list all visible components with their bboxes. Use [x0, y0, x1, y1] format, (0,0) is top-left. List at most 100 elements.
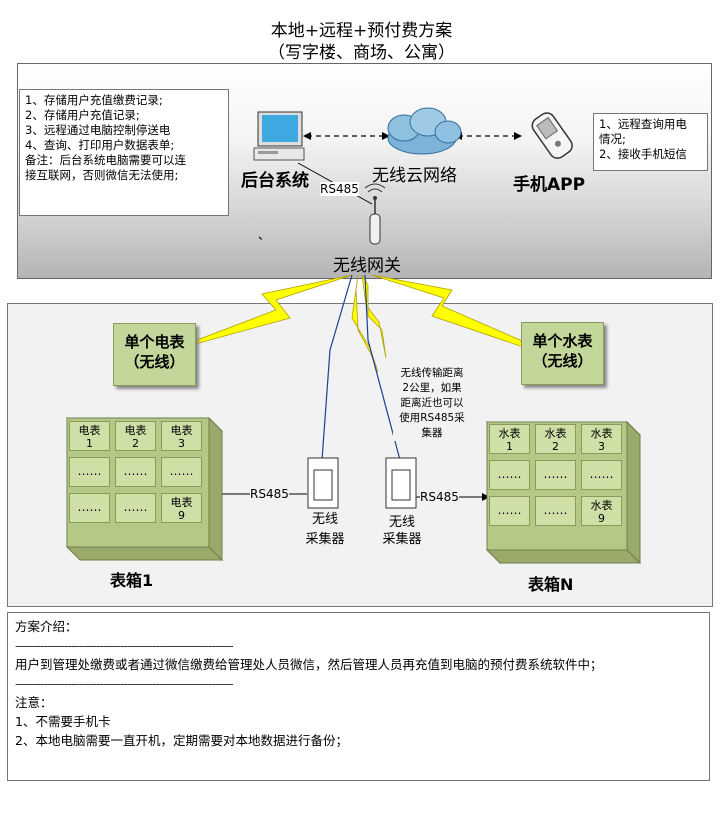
notice-item: 2、本地电脑需要一直开机，定期需要对本地数据进行备份；	[15, 733, 348, 748]
collector-device-right	[385, 457, 417, 509]
backend-functions-note: 1、存储用户充值缴费记录; 2、存储用户充值记录; 3、远程通过电脑控制停送电 …	[19, 89, 229, 216]
collector-left-label: 无线	[308, 511, 342, 528]
meter-cell-number: 9	[178, 509, 185, 522]
wireless-bolt-water	[371, 274, 528, 349]
meter-subtitle: （无线）	[124, 353, 185, 371]
meter-cell-label: 电表	[170, 496, 193, 509]
meter-cell-number: 9	[598, 512, 605, 525]
intro-divider: ----------------------------------------…	[15, 676, 234, 691]
collector-right-sublabel: 采集器	[382, 532, 422, 547]
meter-cell-label: ……	[169, 464, 194, 478]
meter-cell-label: ……	[543, 503, 568, 517]
stray-mark: 、	[258, 228, 271, 242]
diagram-title: 本地+远程+预付费方案	[270, 21, 453, 41]
gateway-label: 无线网关	[333, 256, 401, 276]
meter-cell-label: ……	[123, 500, 148, 514]
meter-cell-label: 水表	[544, 427, 567, 440]
intro-divider: ----------------------------------------…	[15, 638, 234, 653]
meter-box-n-label: 表箱N	[528, 575, 574, 594]
diagram-subtitle: （写字楼、商场、公寓）	[268, 43, 455, 63]
meter-cell-label: 电表	[78, 424, 101, 437]
note-line: 2、接收手机短信	[599, 147, 687, 161]
meter-cell-label: 电表	[124, 424, 147, 437]
meter-cell-label: 电表	[170, 424, 193, 437]
meter-cell-label: ……	[77, 464, 102, 478]
arrow-head	[514, 132, 522, 140]
meter-cell: ……	[115, 493, 156, 523]
intro-paragraph: 用户到管理处缴费或者通过微信缴费给管理处人员微信，然后管理人员再充值到电脑的预付…	[15, 657, 603, 672]
note-line: 情况;	[599, 132, 626, 146]
backend-system-label: 后台系统	[241, 171, 309, 191]
meter-cell-label: 水表	[590, 427, 613, 440]
meter-cell-label: ……	[123, 464, 148, 478]
note-line: 2、存储用户充值记录;	[25, 108, 140, 122]
single-electric-meter: 单个电表 （无线）	[113, 323, 196, 386]
wireless-bolt-collector	[361, 274, 387, 359]
meter-cell-label: 水表	[590, 499, 613, 512]
meter-cell-label: ……	[543, 467, 568, 481]
note-line: 3、远程通过电脑控制停送电	[25, 123, 171, 137]
meter-cell-label: 水表	[498, 427, 521, 440]
meter-title: 单个水表	[532, 332, 593, 350]
arrow-head	[382, 132, 390, 140]
arrow-head	[303, 132, 311, 140]
wireless-line-right-collector	[364, 274, 401, 461]
meter-cell-label: ……	[589, 467, 614, 481]
meter-box-1-label: 表箱1	[110, 571, 154, 590]
meter-cell-number: 1	[86, 437, 93, 450]
single-water-meter: 单个水表 （无线）	[521, 322, 604, 385]
solution-intro-panel: 方案介绍： ----------------------------------…	[7, 612, 710, 781]
cloud-network-label: 无线云网络	[372, 166, 457, 186]
range-note-line: 集器	[421, 427, 443, 439]
meter-cell-label: ……	[497, 467, 522, 481]
range-note: 无线传输距离 2公里，如果 距离近也可以 使用RS485采 集器	[393, 366, 471, 441]
range-note-line: 2公里，如果	[402, 382, 462, 394]
collector-device-left	[307, 457, 339, 509]
notice-heading: 注意：	[15, 695, 53, 710]
meter-cell-number: 2	[132, 437, 139, 450]
wireless-bolt-electric	[187, 274, 353, 347]
note-line: 备注：后台系统电脑需要可以连	[25, 153, 186, 167]
range-note-line: 无线传输距离	[400, 367, 464, 379]
wireless-line-left-collector	[321, 274, 353, 461]
meter-cell: ……	[69, 457, 110, 487]
meter-cell-number: 1	[506, 440, 513, 453]
rs485-right-label: RS485	[420, 490, 459, 504]
cloud-icon	[387, 107, 462, 155]
meter-cell: ……	[489, 496, 530, 526]
mobile-app-label: 手机APP	[513, 175, 586, 195]
meter-cell: ……	[69, 493, 110, 523]
notice-item: 1、不需要手机卡	[15, 714, 111, 729]
antenna-icon	[364, 183, 386, 245]
phone-icon	[531, 112, 573, 159]
meter-cell: ……	[535, 460, 576, 490]
meter-cell: ……	[581, 460, 622, 490]
note-line: 1、远程查询用电	[599, 117, 687, 131]
range-note-line: 使用RS485采	[399, 412, 465, 424]
meter-cell: ……	[115, 457, 156, 487]
computer-icon	[253, 111, 305, 161]
meter-cell-number: 3	[178, 437, 185, 450]
meter-cell-number: 2	[552, 440, 559, 453]
intro-heading: 方案介绍：	[15, 619, 78, 634]
note-line: 1、存储用户充值缴费记录;	[25, 93, 163, 107]
collector-left-sublabel: 采集器	[305, 532, 345, 547]
rs485-left-label: RS485	[250, 487, 289, 501]
note-line: 接互联网，否则微信无法使用;	[25, 168, 179, 182]
meter-cell-number: 3	[598, 440, 605, 453]
meter-cell-label: ……	[77, 500, 102, 514]
range-note-line: 距离近也可以	[400, 397, 464, 409]
meter-cell: ……	[161, 457, 202, 487]
collector-line: 无线	[311, 512, 338, 527]
note-line: 4、查询、打印用户数据表单;	[25, 138, 175, 152]
arrow-head	[482, 493, 490, 501]
meter-cell: ……	[489, 460, 530, 490]
